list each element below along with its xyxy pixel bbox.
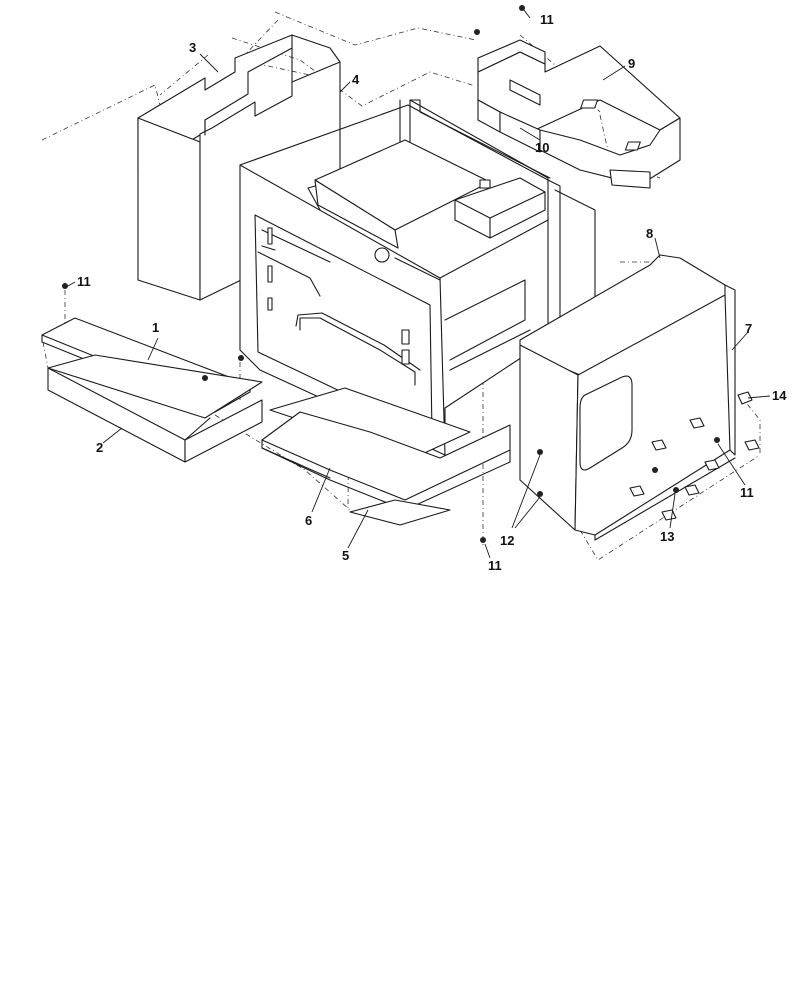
callout-11-left: 11 xyxy=(77,274,91,289)
callout-3: 3 xyxy=(189,40,196,55)
callout-6: 6 xyxy=(305,513,312,528)
leader-lines xyxy=(67,9,771,559)
part-7-8-side-panel xyxy=(519,254,736,541)
callout-labels: 1 2 3 4 5 6 7 8 9 10 11 11 11 11 12 13 1… xyxy=(77,12,787,573)
callout-11-top: 11 xyxy=(540,12,554,27)
callout-12: 12 xyxy=(500,533,514,548)
callout-5: 5 xyxy=(342,548,349,563)
callout-7: 7 xyxy=(745,321,752,336)
callout-2: 2 xyxy=(96,440,103,455)
callout-9: 9 xyxy=(628,56,635,71)
callout-8: 8 xyxy=(646,226,653,241)
part-5-6-base-plates xyxy=(261,387,511,526)
screws xyxy=(62,5,720,543)
callout-4: 4 xyxy=(352,72,360,87)
callout-11-right: 11 xyxy=(740,485,754,500)
callout-14: 14 xyxy=(772,388,787,403)
callout-11-bottom: 11 xyxy=(488,558,502,573)
top-control-box xyxy=(314,139,546,249)
clips xyxy=(629,391,760,521)
callout-10: 10 xyxy=(535,140,549,155)
callout-1: 1 xyxy=(152,320,159,335)
callout-13: 13 xyxy=(660,529,674,544)
part-1-2-bottom-trim xyxy=(41,317,263,463)
part-9-10-top-brackets xyxy=(477,39,681,189)
